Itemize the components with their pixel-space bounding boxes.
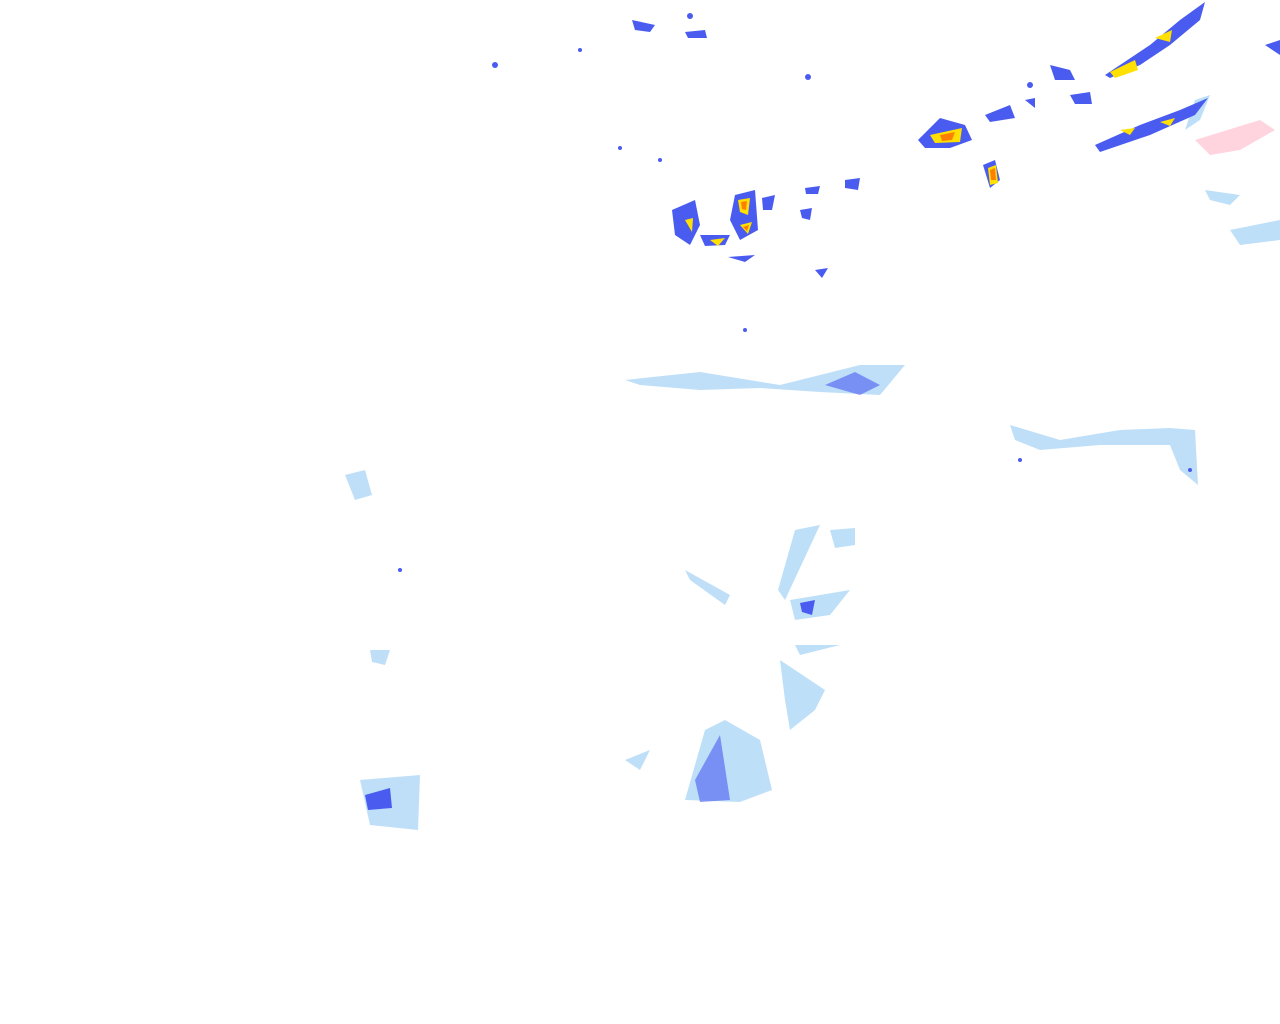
intense-echoes xyxy=(741,132,996,231)
light-echoes xyxy=(345,95,1280,830)
